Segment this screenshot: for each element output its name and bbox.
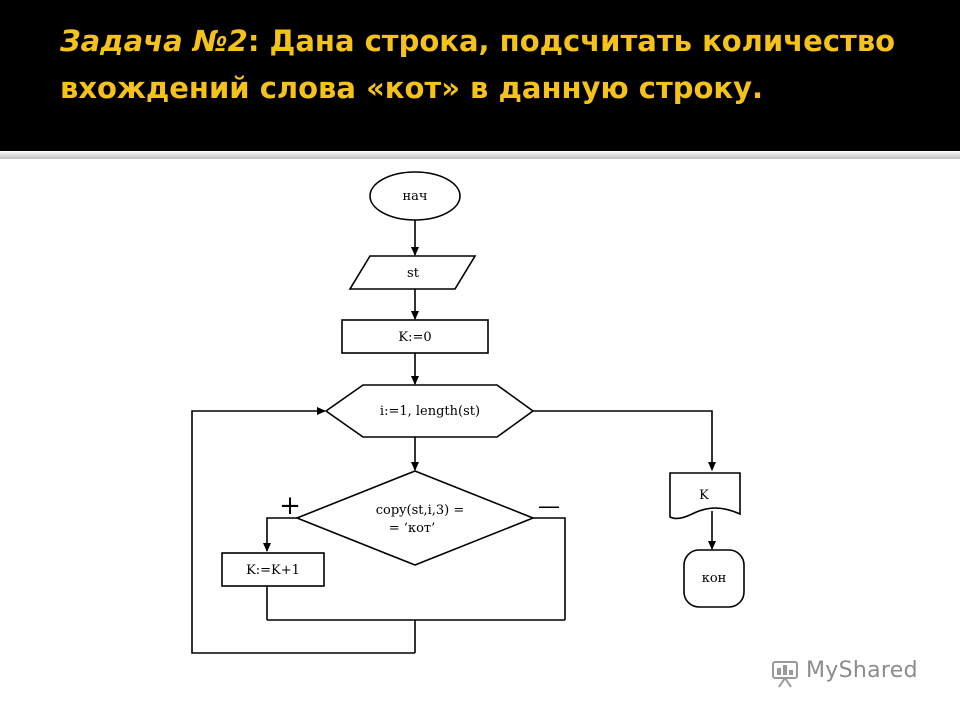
increment-label: K:=K+1	[246, 563, 300, 578]
condition-label-line2: = ‘кот’	[389, 521, 435, 536]
loop-exit-line	[533, 410, 716, 471]
end-terminal	[683, 549, 745, 608]
output-label: K	[699, 488, 709, 503]
slide-title: Задача №2: Дана строка, подсчитать колич…	[60, 18, 940, 112]
no-branch-line	[533, 517, 566, 620]
yes-sign: +	[279, 491, 301, 521]
title-task-label: Задача №2	[60, 24, 248, 58]
no-sign: —	[538, 494, 560, 519]
condition-block	[294, 470, 536, 566]
title-separator	[0, 151, 960, 159]
presentation-icon	[772, 661, 798, 688]
loop-back-line	[191, 407, 415, 654]
increment-block	[221, 552, 325, 587]
input-label: st	[407, 266, 420, 281]
end-label: кон	[702, 571, 727, 586]
diagram-canvas	[0, 159, 960, 720]
loop-label: i:=1, length(st)	[380, 404, 480, 419]
output-block	[669, 472, 741, 520]
watermark-text: MyShared	[806, 658, 918, 683]
start-label: нач	[402, 189, 427, 204]
input-block	[348, 255, 477, 290]
init-block	[341, 319, 489, 354]
init-label: K:=0	[398, 330, 431, 345]
condition-label-line1: copy(st,i,3) =	[376, 503, 465, 518]
title-task-text: : Дана строка, подсчитать количество вхо…	[60, 24, 896, 105]
watermark: MyShared	[770, 656, 930, 692]
title-bar: Задача №2: Дана строка, подсчитать колич…	[0, 0, 960, 150]
yes-branch-line	[263, 517, 297, 552]
